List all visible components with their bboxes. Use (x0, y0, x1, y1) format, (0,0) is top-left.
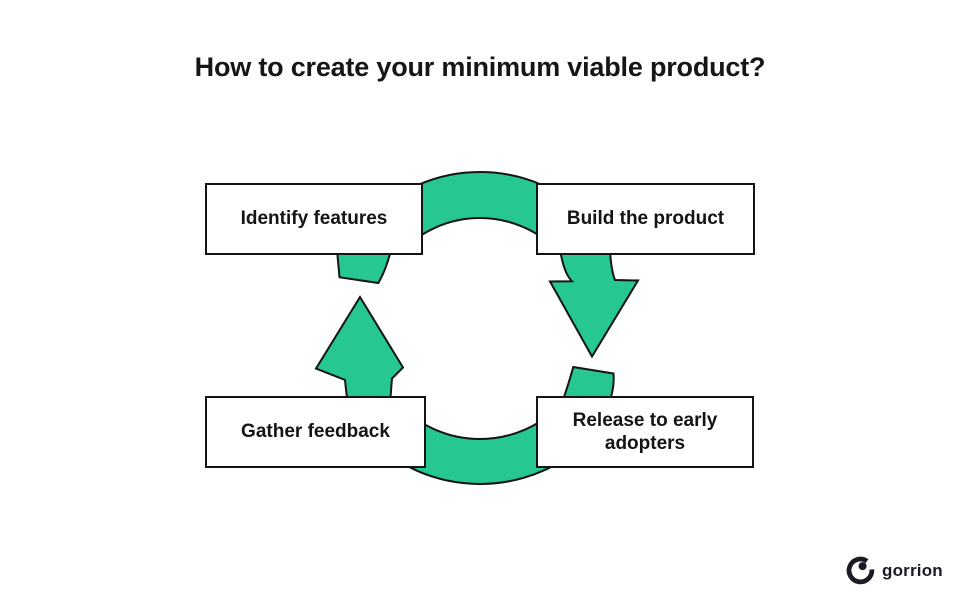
step-label: Gather feedback (241, 421, 390, 443)
gorrion-wordmark: gorrion (882, 560, 943, 580)
gorrion-g-icon (846, 556, 875, 585)
gorrion-logo: gorrion (846, 556, 943, 585)
step-label: Build the product (566, 208, 725, 230)
step-box-build-the-product: Build the product (536, 183, 755, 255)
step-box-identify-features: Identify features (205, 183, 423, 255)
step-box-release-to-early-adopters: Release to early adopters (536, 396, 754, 468)
arrow-up-icon (314, 295, 405, 399)
step-box-gather-feedback: Gather feedback (205, 396, 426, 468)
step-label: Identify features (240, 208, 388, 230)
page-title: How to create your minimum viable produc… (194, 52, 766, 82)
step-label: Release to early adopters (572, 409, 718, 454)
arrow-down-icon (548, 249, 640, 359)
